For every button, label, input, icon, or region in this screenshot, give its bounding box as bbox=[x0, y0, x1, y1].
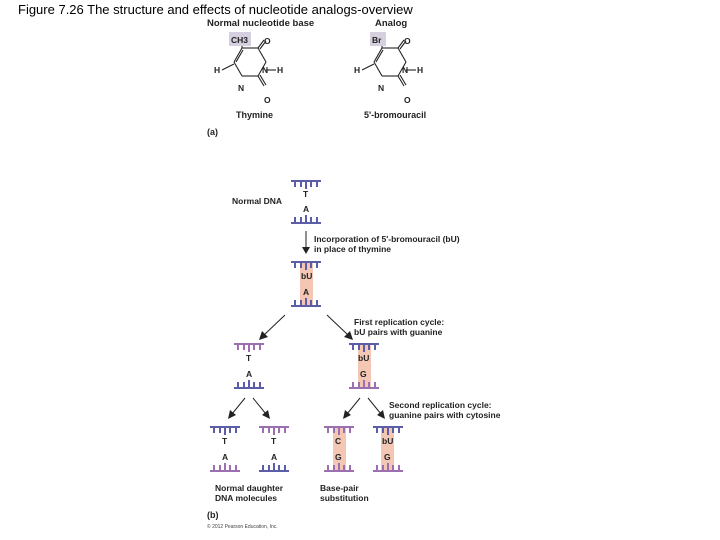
arrow-first-left bbox=[259, 314, 286, 340]
dna-pair-left: T A bbox=[234, 343, 264, 389]
bottom-strand bbox=[349, 380, 379, 389]
bottom-strand bbox=[259, 463, 289, 472]
normal-dna-label: Normal DNA bbox=[232, 196, 283, 206]
first-cycle-line-1: First replication cycle: bbox=[354, 317, 445, 327]
base-top: C bbox=[335, 436, 341, 446]
bromouracil-h-left: H bbox=[354, 65, 360, 75]
base-bottom: G bbox=[360, 369, 367, 379]
base-bottom: G bbox=[384, 452, 391, 462]
bromouracil-h-right: H bbox=[417, 65, 423, 75]
top-strand bbox=[234, 343, 264, 352]
dna-pair-normal: T A bbox=[291, 180, 321, 224]
top-strand bbox=[259, 426, 289, 435]
bromouracil-n-right: N bbox=[402, 65, 408, 75]
dna-pair-rr: bU G bbox=[373, 426, 403, 472]
normal-daughter-line-1: Normal daughter bbox=[215, 483, 284, 493]
incorporation-line-2: in place of thymine bbox=[314, 244, 391, 254]
thymine-h-left: H bbox=[214, 65, 220, 75]
thymine-o-top: O bbox=[264, 36, 271, 46]
thymine-o-bottom: O bbox=[264, 95, 271, 105]
base-top: bU bbox=[301, 271, 312, 281]
bromouracil-o-top: O bbox=[404, 36, 411, 46]
substitution-line-2: substitution bbox=[320, 493, 369, 503]
base-bottom: A bbox=[303, 204, 309, 214]
arrow-second-lr bbox=[252, 397, 270, 419]
figure-title: Figure 7.26 The structure and effects of… bbox=[18, 2, 413, 17]
panel-a-label: (a) bbox=[207, 127, 218, 137]
base-top: T bbox=[246, 353, 252, 363]
dna-pair-rl: C G bbox=[324, 426, 354, 472]
normal-daughter-line-2: DNA molecules bbox=[215, 493, 278, 503]
bromouracil-structure bbox=[361, 39, 416, 87]
base-top: T bbox=[271, 436, 277, 446]
bromouracil-br: Br bbox=[372, 35, 382, 45]
substitution-note: Base-pair substitution bbox=[320, 483, 369, 503]
bottom-strand bbox=[234, 380, 264, 389]
top-strand bbox=[373, 426, 403, 435]
br-highlight bbox=[370, 32, 386, 46]
arrow-incorporation bbox=[302, 231, 310, 254]
substitution-line-1: Base-pair bbox=[320, 483, 359, 493]
thymine-name: Thymine bbox=[236, 110, 274, 120]
thymine-ch3: CH3 bbox=[231, 35, 248, 45]
top-strand bbox=[324, 426, 354, 435]
ch3-highlight bbox=[229, 32, 251, 46]
bottom-strand bbox=[324, 463, 354, 472]
pair-highlight bbox=[333, 427, 346, 471]
bromouracil-n-bottom: N bbox=[378, 83, 384, 93]
second-cycle-line-1: Second replication cycle: bbox=[389, 400, 492, 410]
dna-pair-right: bU G bbox=[349, 343, 379, 389]
incorporation-line-1: Incorporation of 5'-bromouracil (bU) bbox=[314, 234, 460, 244]
panel-b-label: (b) bbox=[207, 510, 219, 520]
bottom-strand bbox=[291, 215, 321, 224]
base-bottom: A bbox=[222, 452, 228, 462]
top-strand bbox=[349, 343, 379, 352]
second-cycle-line-2: guanine pairs with cytosine bbox=[389, 410, 501, 420]
dna-pair-bu-a: bU A bbox=[291, 261, 321, 307]
second-cycle-note: Second replication cycle: guanine pairs … bbox=[389, 400, 500, 420]
base-bottom: A bbox=[303, 287, 309, 297]
arrow-second-rl bbox=[343, 397, 361, 419]
analog-header: Analog bbox=[375, 18, 408, 29]
base-bottom: A bbox=[271, 452, 277, 462]
thymine-structure bbox=[221, 39, 276, 87]
pair-highlight bbox=[358, 344, 371, 388]
arrow-second-ll bbox=[228, 397, 246, 419]
bottom-strand bbox=[210, 463, 240, 472]
thymine-h-right: H bbox=[277, 65, 283, 75]
base-top: bU bbox=[358, 353, 369, 363]
base-top: T bbox=[303, 189, 309, 199]
base-bottom: G bbox=[335, 452, 342, 462]
pair-highlight bbox=[381, 427, 394, 471]
base-top: bU bbox=[382, 436, 393, 446]
bottom-strand bbox=[291, 298, 321, 307]
arrow-first-right bbox=[326, 314, 353, 340]
bromouracil-name: 5'-bromouracil bbox=[364, 110, 427, 120]
normal-daughter-note: Normal daughter DNA molecules bbox=[215, 483, 283, 503]
base-top: T bbox=[222, 436, 228, 446]
top-strand bbox=[291, 180, 321, 189]
base-bottom: A bbox=[246, 369, 252, 379]
thymine-n-right: N bbox=[262, 65, 268, 75]
first-cycle-note: First replication cycle: bU pairs with g… bbox=[354, 317, 444, 337]
pair-highlight bbox=[300, 262, 313, 306]
thymine-n-bottom: N bbox=[238, 83, 244, 93]
copyright: © 2012 Pearson Education, Inc. bbox=[207, 524, 278, 530]
bromouracil-o-bottom: O bbox=[404, 95, 411, 105]
first-cycle-line-2: bU pairs with guanine bbox=[354, 327, 443, 337]
top-strand bbox=[291, 261, 321, 270]
dna-pair-ll: T A bbox=[210, 426, 240, 472]
bottom-strand bbox=[373, 463, 403, 472]
top-strand bbox=[210, 426, 240, 435]
normal-base-header: Normal nucleotide base bbox=[207, 18, 315, 29]
dna-pair-lr: T A bbox=[259, 426, 289, 472]
arrow-second-rr bbox=[367, 397, 385, 419]
incorporation-note: Incorporation of 5'-bromouracil (bU) in … bbox=[314, 234, 460, 254]
